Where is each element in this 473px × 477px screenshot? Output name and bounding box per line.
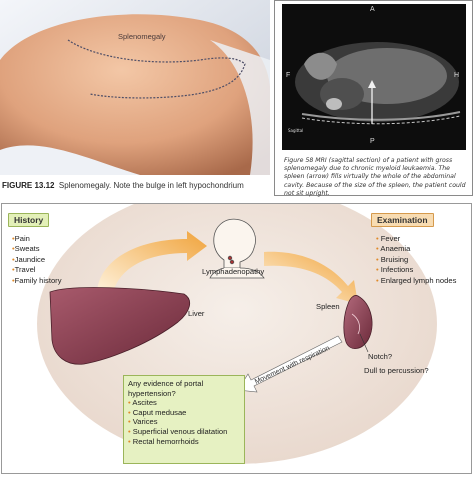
- list-item: •Jaundice: [12, 254, 46, 264]
- list-item: • Rectal hemorrhoids: [128, 436, 199, 446]
- list-item: • Bruising: [376, 254, 409, 264]
- splenomegaly-photo: Splenomegaly: [0, 0, 270, 175]
- examination-title: Examination: [371, 213, 434, 227]
- abdomen-illustration: [0, 0, 270, 175]
- spleen-icon: [343, 295, 373, 349]
- svg-text:Sagittal: Sagittal: [288, 128, 303, 133]
- photo-caption-text: Splenomegaly. Note the bulge in left hyp…: [58, 181, 244, 190]
- list-item: •Pain: [12, 234, 30, 243]
- liver-icon: [49, 287, 191, 365]
- list-item: • Fever: [376, 234, 401, 243]
- mri-label-right: H: [454, 72, 460, 79]
- list-item: •Travel: [12, 265, 36, 275]
- mri-label-left: F: [286, 72, 291, 79]
- list-item: • Enlarged lymph nodes: [376, 275, 457, 285]
- photo-caption-figure: FIGURE 13.12: [2, 181, 55, 190]
- mri-scan: Sagittal: [282, 4, 466, 150]
- list-item: • Ascites: [128, 398, 157, 408]
- mri-label-bottom: P: [370, 138, 375, 145]
- liver-label: Liver: [188, 309, 205, 318]
- mri-image: Sagittal A F H P: [282, 4, 466, 150]
- spleen-label: Spleen: [316, 302, 340, 311]
- splenomegaly-overlay-label: Splenomegaly: [118, 32, 166, 41]
- mri-caption: Figure 58 MRI (sagittal section) of a pa…: [284, 157, 466, 197]
- arrow-to-lymph: [96, 231, 207, 299]
- notch-pointer: [359, 333, 369, 353]
- mri-label-top: A: [370, 6, 375, 13]
- head-icon: [209, 218, 265, 279]
- list-item: • Infections: [376, 265, 414, 275]
- notch-label: Notch?: [368, 352, 393, 361]
- list-item: •Sweats: [12, 244, 40, 254]
- list-item: •Family history: [12, 275, 62, 285]
- list-item: • Superficial venous dilatation: [128, 426, 228, 436]
- photo-caption: FIGURE 13.12 Splenomegaly. Note the bulg…: [2, 181, 274, 190]
- portal-question: Any evidence of portal hypertension?: [128, 379, 204, 398]
- portal-hypertension-box: Any evidence of portal hypertension? • A…: [123, 375, 245, 464]
- lymphadenopathy-label: Lymphadenopathy: [202, 267, 265, 276]
- arrow-to-spleen: [264, 251, 358, 304]
- history-title: History: [8, 213, 50, 227]
- list-item: • Caput medusae: [128, 407, 187, 417]
- list-item: • Varices: [128, 417, 158, 427]
- examination-list: • Fever • Anaemia • Bruising • Infection…: [376, 234, 456, 286]
- list-item: • Anaemia: [376, 244, 411, 254]
- portal-list: • Ascites • Caput medusae • Varices • Su…: [128, 398, 240, 446]
- splenomegaly-diagram: Movement with respiration History •Pain …: [1, 203, 472, 474]
- dull-percussion-label: Dull to percussion?: [364, 366, 429, 375]
- history-list: •Pain •Sweats •Jaundice •Travel •Family …: [12, 234, 62, 286]
